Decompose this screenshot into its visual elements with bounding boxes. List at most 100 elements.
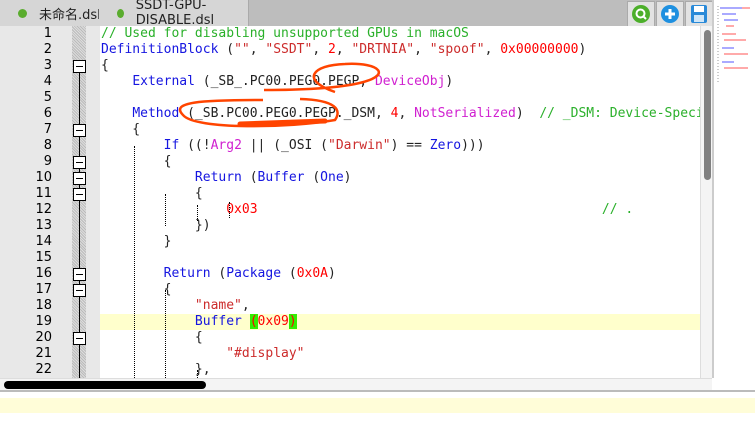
code-token: } bbox=[101, 234, 172, 249]
code-token: "spoof" bbox=[429, 42, 485, 57]
tab-label: 未命名.dsl bbox=[39, 7, 101, 23]
code-token bbox=[101, 346, 226, 361]
line-number: 12 bbox=[35, 202, 52, 217]
code-token bbox=[101, 298, 195, 313]
line-number: 4 bbox=[43, 74, 52, 89]
minimap-preview bbox=[717, 6, 750, 82]
line-number: 2 bbox=[43, 42, 52, 57]
code-token: , bbox=[241, 298, 250, 313]
code-line: { bbox=[101, 282, 172, 298]
code-token bbox=[101, 106, 132, 121]
search-button[interactable] bbox=[627, 1, 655, 27]
code-token: "" bbox=[234, 42, 250, 57]
line-gutter bbox=[0, 26, 100, 378]
code-token: , bbox=[414, 42, 430, 57]
code-token: }) bbox=[101, 218, 211, 233]
fold-collapse-icon[interactable] bbox=[73, 124, 86, 137]
line-number: 11 bbox=[35, 186, 52, 201]
code-token: Zero bbox=[429, 138, 462, 153]
code-editor[interactable]: 1// Used for disabling unsupported GPUs … bbox=[0, 26, 700, 378]
code-token: 0x03 bbox=[226, 202, 258, 217]
code-token: If bbox=[163, 138, 180, 153]
fold-collapse-icon[interactable] bbox=[73, 284, 86, 297]
fold-collapse-icon[interactable] bbox=[73, 268, 86, 281]
line-number: 21 bbox=[35, 346, 52, 361]
line-number: 6 bbox=[43, 106, 52, 121]
code-token: ) bbox=[515, 106, 540, 121]
vertical-scrollbar[interactable] bbox=[700, 26, 713, 378]
indent-guide bbox=[197, 370, 198, 378]
code-line: }) bbox=[101, 218, 211, 234]
code-token: "name" bbox=[194, 298, 242, 313]
status-bar bbox=[0, 390, 755, 422]
code-token: ( bbox=[281, 266, 297, 281]
code-token bbox=[101, 202, 226, 217]
code-token: "#display" bbox=[226, 346, 305, 361]
code-token: 2 bbox=[328, 42, 336, 57]
code-token: ) bbox=[343, 170, 352, 185]
code-token: // _DSM: Device-Specific Method bbox=[539, 106, 700, 121]
indent-guide bbox=[165, 194, 166, 226]
code-token: (_SB_.PC00.PEG0.PEGP, bbox=[194, 74, 375, 89]
line-number: 18 bbox=[35, 298, 52, 313]
vertical-scroll-thumb[interactable] bbox=[704, 30, 711, 180]
code-token: ) bbox=[328, 266, 336, 281]
code-token: Arg2 bbox=[210, 138, 242, 153]
code-token bbox=[101, 170, 195, 185]
indent-guide bbox=[134, 146, 135, 378]
code-token: DefinitionBlock bbox=[101, 42, 219, 57]
line-number: 3 bbox=[43, 58, 52, 73]
horizontal-scroll-thumb[interactable] bbox=[4, 381, 206, 389]
code-token: 4 bbox=[390, 106, 399, 121]
save-button[interactable] bbox=[685, 1, 713, 27]
fold-collapse-icon[interactable] bbox=[73, 332, 86, 345]
code-token bbox=[101, 138, 164, 153]
code-token: ( bbox=[218, 42, 235, 57]
fold-collapse-icon[interactable] bbox=[73, 188, 86, 201]
code-line: { bbox=[101, 186, 203, 202]
code-line: If ((!Arg2 || (_OSI ("Darwin") == Zero))… bbox=[101, 138, 485, 154]
status-dot-icon bbox=[18, 8, 27, 18]
plus-icon bbox=[661, 5, 679, 23]
code-token: ) bbox=[288, 314, 297, 329]
line-number: 19 bbox=[35, 314, 52, 329]
tab-label: SSDT-GPU-DISABLE.dsl bbox=[135, 0, 215, 28]
code-line: External (_SB_.PC00.PEG0.PEGP, DeviceObj… bbox=[101, 74, 453, 90]
code-token: "Darwin" bbox=[328, 138, 391, 153]
code-token: NotSerialized bbox=[414, 106, 516, 121]
code-token: Package bbox=[226, 266, 282, 281]
add-button[interactable] bbox=[656, 1, 684, 27]
code-token: ( bbox=[210, 266, 227, 281]
line-number: 13 bbox=[35, 218, 52, 233]
fold-collapse-icon[interactable] bbox=[73, 156, 86, 169]
tab-ssdt-gpu-disable[interactable]: SSDT-GPU-DISABLE.dsl bbox=[99, 0, 249, 28]
minimap[interactable] bbox=[712, 0, 755, 378]
line-number: 5 bbox=[43, 90, 52, 105]
horizontal-scrollbar[interactable] bbox=[0, 378, 712, 391]
code-token: { bbox=[101, 330, 203, 345]
code-token: "DRTNIA" bbox=[351, 42, 415, 57]
code-token bbox=[258, 202, 602, 217]
code-token: External bbox=[132, 74, 195, 89]
indent-guide bbox=[197, 205, 198, 221]
line-number: 16 bbox=[35, 266, 52, 281]
code-token: }, bbox=[101, 362, 211, 377]
code-line: Method (_SB.PC00.PEG0.PEGP._DSM, 4, NotS… bbox=[101, 106, 700, 122]
code-line: { bbox=[101, 58, 109, 74]
fold-collapse-icon[interactable] bbox=[73, 60, 86, 73]
save-icon bbox=[691, 5, 707, 23]
line-number: 17 bbox=[35, 282, 52, 297]
code-token: Return bbox=[194, 170, 242, 185]
code-token: 0x09 bbox=[257, 314, 289, 329]
code-token: ( bbox=[304, 170, 321, 185]
code-token: { bbox=[101, 58, 109, 73]
code-token: ) bbox=[445, 74, 454, 89]
code-token: ( bbox=[249, 314, 258, 329]
code-line: { bbox=[101, 122, 140, 138]
code-token: , bbox=[484, 42, 501, 57]
code-token: { bbox=[101, 282, 172, 297]
code-line: { bbox=[101, 330, 203, 346]
fold-collapse-icon[interactable] bbox=[73, 172, 86, 185]
code-token: { bbox=[101, 122, 141, 137]
tab-bar: 未命名.dsl SSDT-GPU-DISABLE.dsl bbox=[0, 0, 755, 28]
